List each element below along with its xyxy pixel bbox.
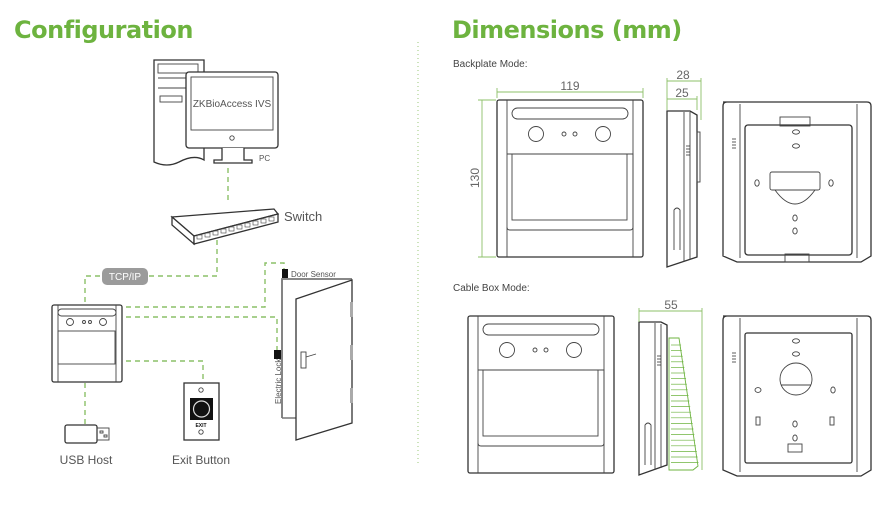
backplate-mode-label: Backplate Mode: [453,59,528,70]
tcp-device-line [84,275,100,304]
backplate-front-view [496,99,644,258]
exit-button-icon [183,382,220,441]
backplate-side-view [666,110,701,268]
switch-icon [170,208,280,246]
cablebox-mode-label: Cable Box Mode: [453,283,530,294]
usb-host-label: USB Host [60,453,113,467]
tcp-ip-badge [102,268,148,285]
door-sensor-line [126,262,285,308]
pc-label: PC [259,154,270,163]
tcp-ip-label: TCP/IP [109,272,142,283]
cablebox-side-view [638,308,703,476]
electric-lock-icon [274,350,281,359]
switch-label: Switch [284,209,322,224]
width-dimension: 119 [560,79,579,93]
access-device-icon [51,304,123,383]
electric-lock-line [126,316,278,352]
door-sensor-label: Door Sensor [291,270,336,279]
dimensions-title: Dimensions (mm) [452,16,682,44]
electric-lock-label: Electric Lock [274,358,283,404]
connection-lines [84,168,285,425]
depth-outer-dimension: 28 [676,68,690,82]
cablebox-front-view [467,315,615,474]
door-sensor-icon [282,269,288,278]
exit-button-label: Exit Button [172,453,230,467]
door-icon [274,269,353,441]
exit-button-line [126,360,204,382]
configuration-title: Configuration [14,16,193,44]
backplate-back-view [722,101,872,263]
cablebox-depth-dimension: 55 [664,298,678,312]
usb-stick-icon [64,424,110,444]
exit-text: EXIT [195,423,206,429]
backplate-dimension-lines [478,78,702,258]
switch-tcp-line [148,240,218,277]
pc-icon [153,59,279,166]
cablebox-back-view [722,315,872,477]
pc-screen-text: ZKBioAccess IVS [193,99,272,110]
height-dimension: 130 [468,168,482,188]
depth-inner-dimension: 25 [675,86,689,100]
